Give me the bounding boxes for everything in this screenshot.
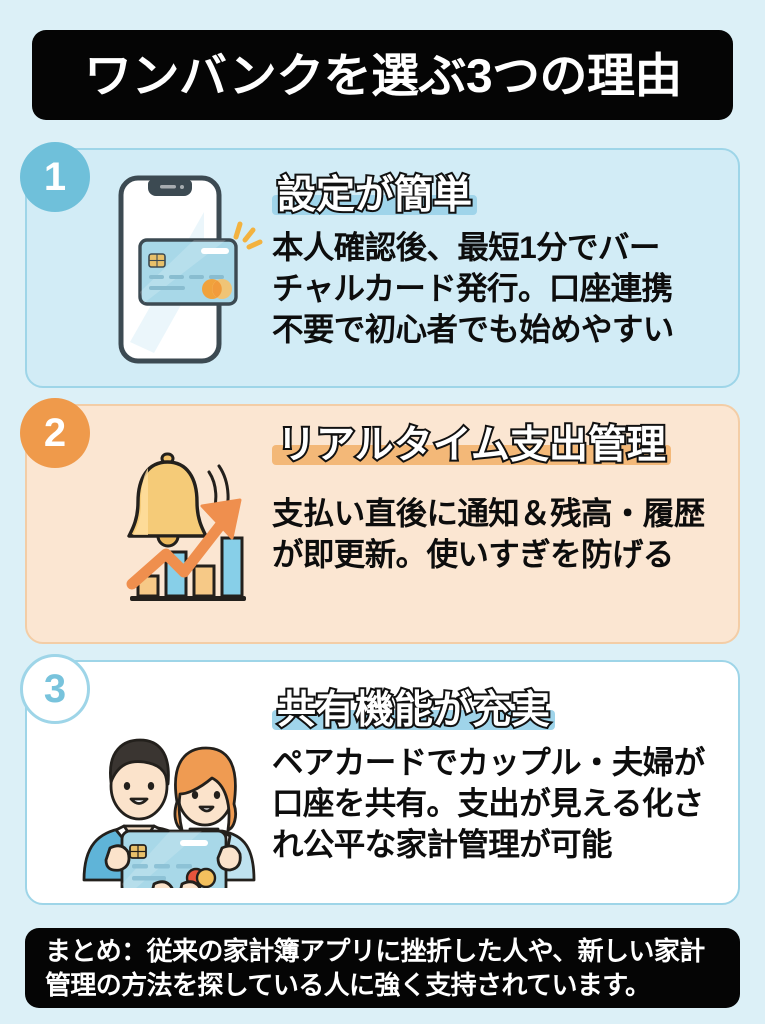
reason-body-2-line-2: が即更新。使いすぎを防げる [272,536,674,573]
reason-heading-1: 設定が簡単 [272,172,478,219]
reason-text-3: 共有機能が充実 ペアカードでカップル・夫婦が 口座を共有。支出が見える化さ れ公… [272,687,727,865]
reason-body-1: 本人確認後、最短1分でバー チャルカード発行。口座連携 不要で初心者でも始めやす… [272,227,727,350]
title-banner: ワンバンクを選ぶ3つの理由 [32,30,733,120]
summary-line-2: 管理の方法を探している人に強く支持されています。 [45,970,651,1000]
reason-heading-1-text: 設定が簡単 [275,172,474,218]
reason-number-2: 2 [43,411,67,455]
reason-heading-2-text: リアルタイム支出管理 [275,422,668,468]
smartphone-with-credit-card-icon [108,172,283,372]
reason-number-badge-2: 2 [20,398,90,468]
reason-number-badge-1: 1 [20,142,90,212]
reason-number-3: 3 [43,667,67,711]
reason-body-3-line-1: ペアカードでカップル・夫婦が [272,744,705,781]
reason-body-3-line-2: 口座を共有。支出が見える化さ [272,785,704,822]
page-title: ワンバンクを選ぶ3つの理由 [83,48,682,102]
reason-body-2: 支払い直後に通知＆残高・履歴 が即更新。使いすぎを防げる [272,493,727,575]
reason-heading-3-text: 共有機能が充実 [275,687,552,733]
reason-body-1-line-2: チャルカード発行。口座連携 [272,270,673,307]
reason-body-3: ペアカードでカップル・夫婦が 口座を共有。支出が見える化さ れ公平な家計管理が可… [272,742,727,865]
reason-body-2-line-1: 支払い直後に通知＆残高・履歴 [272,495,705,532]
reason-body-1-line-3: 不要で初心者でも始めやすい [272,310,674,347]
reason-body-3-line-3: れ公平な家計管理が可能 [272,825,613,862]
summary-banner: まとめ：従来の家計簿アプリに挫折した人や、新しい家計 管理の方法を探している人に… [25,928,740,1008]
reason-heading-2: リアルタイム支出管理 [272,422,671,469]
reason-body-1-line-1: 本人確認後、最短1分でバー [272,229,660,266]
reason-heading-3: 共有機能が充実 [272,687,556,734]
summary-line-1: まとめ：従来の家計簿アプリに挫折した人や、新しい家計 [45,935,705,966]
reason-text-1: 設定が簡単 本人確認後、最短1分でバー チャルカード発行。口座連携 不要で初心者… [272,172,727,350]
bell-with-growth-chart-icon [118,448,268,618]
reason-number-1: 1 [43,155,67,199]
reason-text-2: リアルタイム支出管理 支払い直後に通知＆残高・履歴 が即更新。使いすぎを防げる [272,422,727,575]
reason-number-badge-3: 3 [20,654,90,724]
couple-holding-card-icon [62,698,262,902]
